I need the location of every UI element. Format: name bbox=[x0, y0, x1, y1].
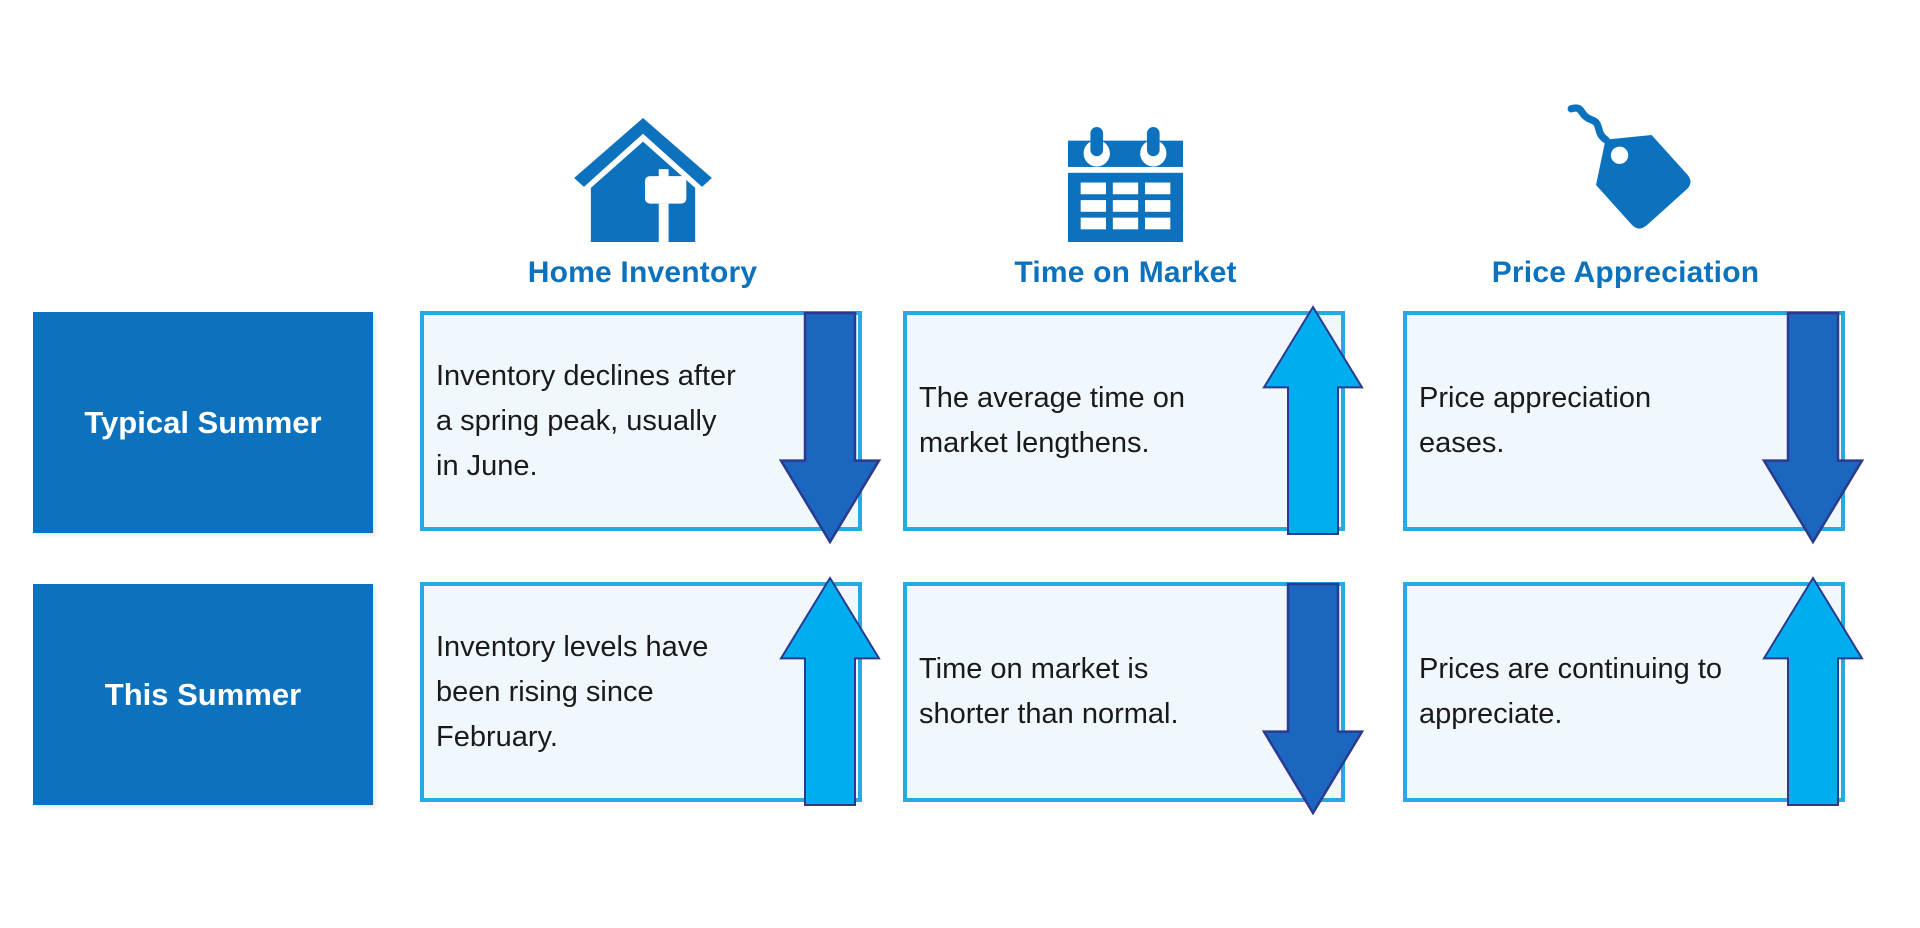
up-arrow-icon bbox=[779, 576, 881, 806]
cell-this-summer-home-inventory: Inventory levels have been rising since … bbox=[420, 576, 881, 806]
price-tag-icon bbox=[1553, 86, 1699, 242]
calendar-icon bbox=[1068, 86, 1183, 242]
column-label-home-inventory: Home Inventory bbox=[527, 256, 758, 289]
row-label-text: This Summer bbox=[104, 676, 302, 712]
column-label-time-on-market: Time on Market bbox=[1014, 256, 1237, 289]
column-header-time-on-market: Time on Market bbox=[903, 86, 1348, 290]
up-arrow-icon bbox=[1262, 305, 1364, 535]
trend-arrow bbox=[779, 576, 881, 807]
column-header-home-inventory: Home Inventory bbox=[420, 86, 865, 290]
up-arrow-icon bbox=[1762, 576, 1864, 806]
row-label-this-summer: This Summer bbox=[33, 584, 373, 805]
trend-arrow bbox=[1261, 582, 1365, 816]
cell-text: Inventory levels have been rising since … bbox=[436, 630, 709, 753]
cell-this-summer-time-on-market: Time on market is shorter than normal. bbox=[903, 582, 1365, 816]
down-arrow-icon bbox=[778, 311, 882, 545]
house-icon bbox=[573, 86, 712, 242]
trend-arrow bbox=[778, 311, 882, 545]
cell-text: Prices are continuing to appreciate. bbox=[1419, 653, 1723, 730]
trend-arrow bbox=[1262, 305, 1364, 536]
column-header-price-appreciation: Price Appreciation bbox=[1403, 86, 1848, 290]
row-label-typical-summer: Typical Summer bbox=[33, 312, 373, 533]
trend-arrow bbox=[1761, 311, 1865, 545]
row-label-text: Typical Summer bbox=[84, 404, 322, 440]
cell-text: The average time on market lengthens. bbox=[919, 382, 1185, 459]
cell-typical-summer-home-inventory: Inventory declines after a spring peak, … bbox=[420, 311, 882, 545]
cell-typical-summer-price-appreciation: Price appreciation eases. bbox=[1403, 311, 1865, 545]
cell-text: Time on market is shorter than normal. bbox=[919, 653, 1179, 730]
cell-this-summer-price-appreciation: Prices are continuing to appreciate. bbox=[1403, 576, 1864, 806]
cell-text: Price appreciation eases. bbox=[1419, 382, 1652, 459]
cell-typical-summer-time-on-market: The average time on market lengthens. bbox=[903, 305, 1364, 535]
column-label-price-appreciation: Price Appreciation bbox=[1491, 256, 1760, 289]
down-arrow-icon bbox=[1761, 311, 1865, 545]
trend-arrow bbox=[1762, 576, 1864, 807]
down-arrow-icon bbox=[1261, 582, 1365, 816]
cell-text: Inventory declines after a spring peak, … bbox=[436, 359, 736, 482]
